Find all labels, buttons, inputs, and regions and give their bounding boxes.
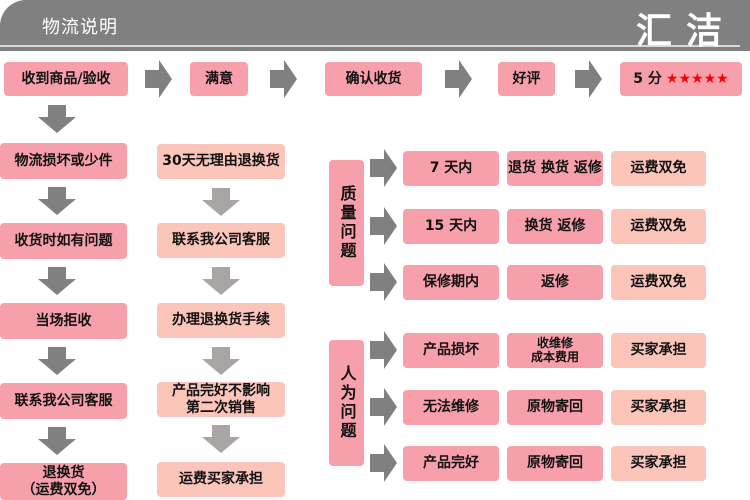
step-rating: 5 分★★★★★ — [620, 62, 742, 96]
step-receive: 收到商品/验收 — [4, 62, 128, 96]
brand-logo: 汇洁 — [635, 10, 736, 52]
matrix-case: 保修期内 — [403, 265, 499, 300]
return-step-1: 30天无理由退换货 — [157, 144, 285, 179]
arrow-right-icon — [370, 263, 397, 301]
arrow-right-icon — [145, 60, 172, 98]
arrow-right-icon — [370, 207, 397, 245]
step-confirm: 确认收货 — [325, 62, 422, 96]
arrow-down-icon — [202, 425, 240, 453]
matrix-case: 无法维修 — [403, 390, 499, 425]
arrow-right-icon — [370, 331, 397, 369]
star-rating: ★★★★★ — [665, 70, 729, 87]
return-step-5: 运费买家承担 — [157, 462, 285, 497]
matrix-fee: 买家承担 — [611, 390, 706, 425]
arrow-right-icon — [575, 60, 602, 98]
matrix-service-line1: 收维修 — [536, 335, 573, 350]
matrix-fee: 买家承担 — [611, 446, 706, 481]
damage-step-2: 收货时如有问题 — [0, 223, 127, 259]
step-satisfied: 满意 — [190, 62, 248, 96]
matrix-fee: 买家承担 — [611, 333, 706, 368]
matrix-service: 原物寄回 — [507, 446, 603, 481]
matrix-fee: 运费双免 — [611, 151, 706, 186]
matrix-service: 换货 返修 — [507, 209, 603, 244]
matrix-case: 产品损坏 — [403, 333, 499, 368]
damage-step-5: 退换货（运费双免） — [0, 463, 127, 500]
step-review: 好评 — [498, 62, 555, 96]
return-step-3: 办理退换货手续 — [157, 303, 285, 338]
rating-label: 5 分 — [633, 70, 662, 87]
arrow-down-icon — [38, 427, 76, 455]
matrix-service: 退货 换货 返修 — [507, 151, 603, 186]
arrow-right-icon — [370, 149, 397, 187]
damage-step-1: 物流损坏或少件 — [0, 143, 127, 179]
damage-step-3: 当场拒收 — [0, 303, 127, 339]
damage-step-5-line1: 退换货 — [42, 465, 85, 482]
matrix-fee: 运费双免 — [611, 209, 706, 244]
matrix-case: 15 天内 — [403, 209, 499, 244]
damage-step-4: 联系我公司客服 — [0, 383, 127, 419]
matrix-service-line2: 成本费用 — [530, 349, 579, 364]
matrix-case: 7 天内 — [403, 151, 499, 186]
return-step-4-line1: 产品完好不影响 — [172, 383, 270, 400]
matrix-service: 原物寄回 — [507, 390, 603, 425]
matrix-fee: 运费双免 — [611, 265, 706, 300]
arrow-down-icon — [38, 267, 76, 295]
header-divider — [0, 45, 740, 47]
page-title: 物流说明 — [42, 17, 118, 38]
arrow-down-icon — [202, 267, 240, 295]
matrix-service: 收维修成本费用 — [507, 333, 603, 368]
arrow-right-icon — [270, 60, 297, 98]
matrix-case: 产品完好 — [403, 446, 499, 481]
arrow-down-icon — [202, 188, 240, 216]
damage-step-5-line2: （运费双免） — [21, 481, 106, 498]
arrow-down-icon — [38, 187, 76, 215]
arrow-down-icon — [202, 347, 240, 375]
return-step-4: 产品完好不影响第二次销售 — [157, 382, 285, 417]
quality-label: 质量问题 — [329, 160, 364, 286]
return-step-4-line2: 第二次销售 — [186, 399, 256, 416]
arrow-down-icon — [38, 347, 76, 375]
header-bar: 物流说明 汇洁 — [0, 0, 750, 52]
arrow-right-icon — [370, 444, 397, 482]
return-step-2: 联系我公司客服 — [157, 223, 285, 258]
arrow-right-icon — [445, 60, 472, 98]
matrix-service: 返修 — [507, 265, 603, 300]
arrow-right-icon — [370, 388, 397, 426]
human-label: 人为问题 — [329, 340, 364, 466]
arrow-down-icon — [38, 105, 76, 133]
